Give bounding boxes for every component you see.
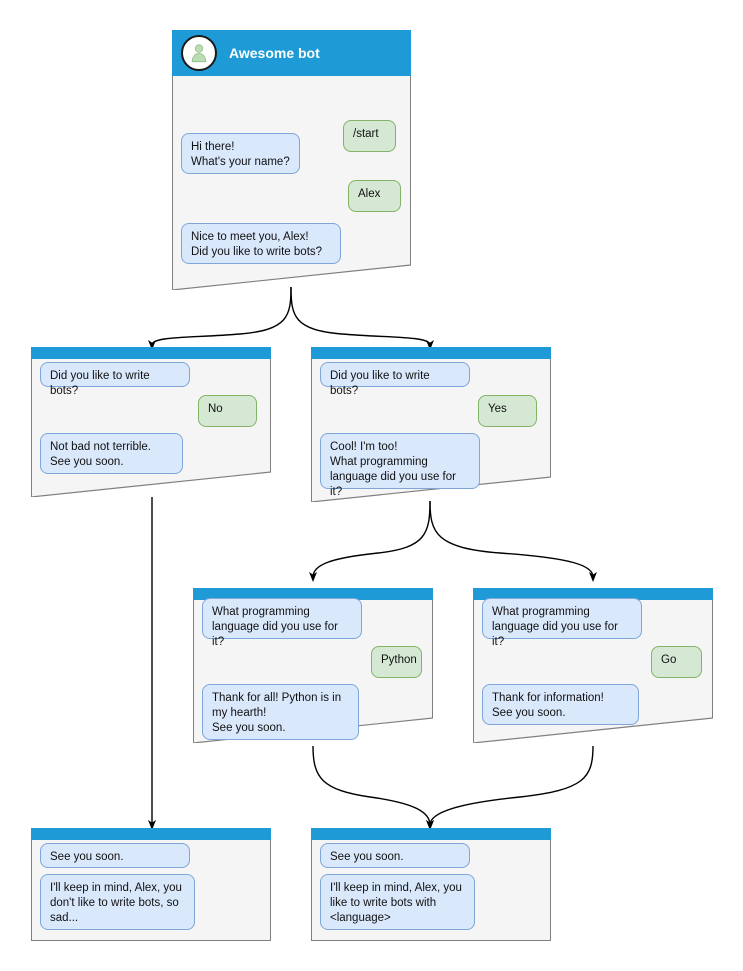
node-titlebar: [31, 828, 271, 840]
message-bubble-bot[interactable]: See you soon.: [320, 843, 470, 868]
message-bubble-bot[interactable]: I'll keep in mind, Alex, you like to wri…: [320, 874, 475, 930]
chat-node-python-branch[interactable]: What programming language did you use fo…: [193, 588, 433, 743]
chat-node-no-branch[interactable]: Did you like to write bots? No Not bad n…: [31, 347, 271, 497]
edge-python-to-end: [312, 745, 434, 830]
message-bubble-bot[interactable]: Hi there! What's your name?: [181, 133, 300, 174]
bot-name-label: Awesome bot: [229, 45, 320, 61]
message-bubble-bot[interactable]: Nice to meet you, Alex! Did you like to …: [181, 223, 341, 264]
node-titlebar: [311, 828, 551, 840]
chat-node-end-no[interactable]: See you soon. I'll keep in mind, Alex, y…: [31, 828, 271, 941]
edge-yes-to-go: [429, 500, 597, 582]
chat-node-yes-branch[interactable]: Did you like to write bots? Yes Cool! I'…: [311, 347, 551, 502]
message-bubble-bot[interactable]: Cool! I'm too! What programming language…: [320, 433, 480, 498]
node-titlebar: [31, 347, 271, 359]
message-bubble-user[interactable]: /start: [343, 120, 396, 152]
message-bubble-bot[interactable]: What programming language did you use fo…: [202, 598, 362, 648]
message-bubble-user[interactable]: Alex: [348, 180, 401, 212]
message-bubble-user[interactable]: No: [198, 395, 257, 427]
edge-yes-to-python: [309, 500, 431, 582]
message-bubble-bot[interactable]: See you soon.: [40, 843, 190, 868]
message-bubble-user[interactable]: Yes: [478, 395, 537, 427]
message-bubble-user[interactable]: Go: [651, 646, 702, 678]
edge-root-to-yes: [290, 286, 434, 350]
person-avatar-icon: [181, 35, 217, 71]
message-bubble-bot[interactable]: Did you like to write bots?: [320, 362, 470, 397]
message-bubble-user[interactable]: Python: [371, 646, 422, 678]
node-titlebar: [193, 588, 433, 600]
edge-root-to-no: [148, 286, 292, 350]
edge-go-to-end: [426, 745, 594, 830]
message-bubble-bot[interactable]: Thank for all! Python is in my hearth! S…: [202, 684, 359, 740]
message-bubble-bot[interactable]: Thank for information! See you soon.: [482, 684, 639, 725]
node-titlebar: [311, 347, 551, 359]
message-bubble-bot[interactable]: What programming language did you use fo…: [482, 598, 642, 648]
chat-node-root[interactable]: Awesome bot /start Hi there! What's your…: [172, 30, 411, 290]
chat-node-go-branch[interactable]: What programming language did you use fo…: [473, 588, 713, 743]
node-titlebar: Awesome bot: [172, 30, 411, 76]
chat-node-end-yes[interactable]: See you soon. I'll keep in mind, Alex, y…: [311, 828, 551, 941]
node-titlebar: [473, 588, 713, 600]
message-bubble-bot[interactable]: Not bad not terrible. See you soon.: [40, 433, 183, 474]
message-bubble-bot[interactable]: I'll keep in mind, Alex, you don't like …: [40, 874, 195, 930]
message-bubble-bot[interactable]: Did you like to write bots?: [40, 362, 190, 397]
